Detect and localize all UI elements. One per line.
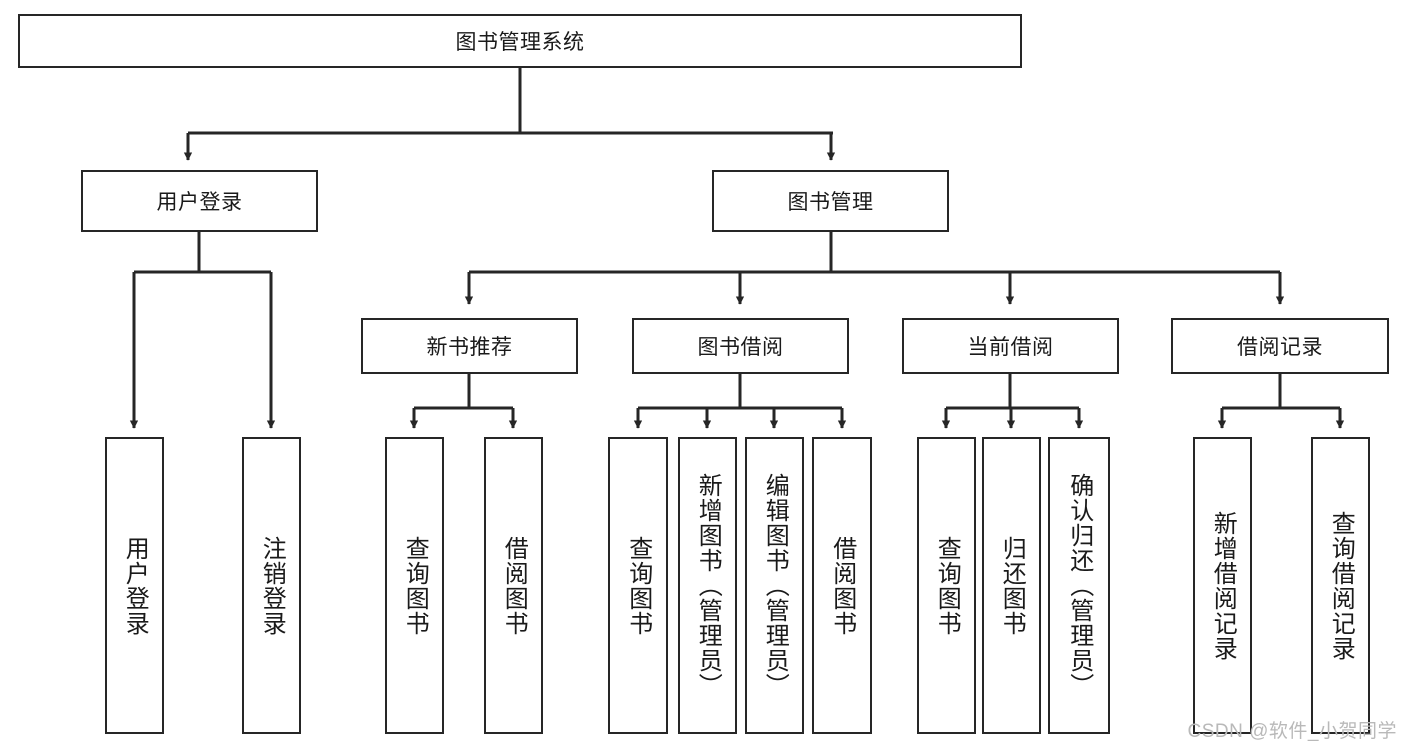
node-leaf-confirm-return-label: 确认归还（管理员） [1065, 473, 1093, 698]
node-new-book-recommend-label: 新书推荐 [426, 336, 513, 359]
node-user-login-label: 用户登录 [156, 191, 243, 214]
node-leaf-user-login[interactable]: 用户登录 [105, 437, 164, 734]
node-leaf-add-record-label: 新增借阅记录 [1209, 510, 1237, 661]
node-leaf-query-book-2-label: 查询图书 [624, 535, 652, 636]
node-borrow-record-label: 借阅记录 [1237, 336, 1323, 359]
watermark-text: CSDN @软件_小贺同学 [1187, 721, 1397, 742]
node-book-borrow-label: 图书借阅 [697, 336, 784, 359]
node-book-admin[interactable]: 图书管理 [712, 170, 949, 232]
node-book-borrow[interactable]: 图书借阅 [632, 318, 849, 374]
node-leaf-confirm-return[interactable]: 确认归还（管理员） [1048, 437, 1110, 734]
node-leaf-borrow-book-2-label: 借阅图书 [828, 535, 856, 636]
node-leaf-edit-book-label: 编辑图书（管理员） [761, 473, 789, 698]
node-leaf-query-book-1-label: 查询图书 [401, 535, 429, 636]
node-current-borrow[interactable]: 当前借阅 [902, 318, 1119, 374]
node-leaf-add-book-label: 新增图书（管理员） [694, 473, 722, 698]
node-current-borrow-label: 当前借阅 [967, 336, 1054, 359]
node-leaf-add-book[interactable]: 新增图书（管理员） [678, 437, 737, 734]
node-leaf-user-logout-label: 注销登录 [258, 535, 286, 636]
node-leaf-borrow-book-2[interactable]: 借阅图书 [812, 437, 872, 734]
node-leaf-query-book-3-label: 查询图书 [933, 535, 961, 636]
node-leaf-query-book-1[interactable]: 查询图书 [385, 437, 444, 734]
node-leaf-query-book-2[interactable]: 查询图书 [608, 437, 668, 734]
node-leaf-query-book-3[interactable]: 查询图书 [917, 437, 976, 734]
node-root-label: 图书管理系统 [455, 31, 585, 54]
node-leaf-query-record-label: 查询借阅记录 [1327, 510, 1355, 661]
node-leaf-add-record[interactable]: 新增借阅记录 [1193, 437, 1252, 734]
node-leaf-edit-book[interactable]: 编辑图书（管理员） [745, 437, 804, 734]
node-root[interactable]: 图书管理系统 [18, 14, 1022, 68]
node-borrow-record[interactable]: 借阅记录 [1171, 318, 1389, 374]
node-leaf-borrow-book-1-label: 借阅图书 [500, 535, 528, 636]
node-new-book-recommend[interactable]: 新书推荐 [361, 318, 578, 374]
node-leaf-return-book-label: 归还图书 [998, 535, 1026, 636]
node-leaf-return-book[interactable]: 归还图书 [982, 437, 1041, 734]
node-book-admin-label: 图书管理 [787, 191, 874, 214]
node-user-login[interactable]: 用户登录 [81, 170, 318, 232]
node-leaf-borrow-book-1[interactable]: 借阅图书 [484, 437, 543, 734]
node-leaf-user-logout[interactable]: 注销登录 [242, 437, 301, 734]
node-leaf-query-record[interactable]: 查询借阅记录 [1311, 437, 1370, 734]
node-leaf-user-login-label: 用户登录 [121, 535, 149, 636]
